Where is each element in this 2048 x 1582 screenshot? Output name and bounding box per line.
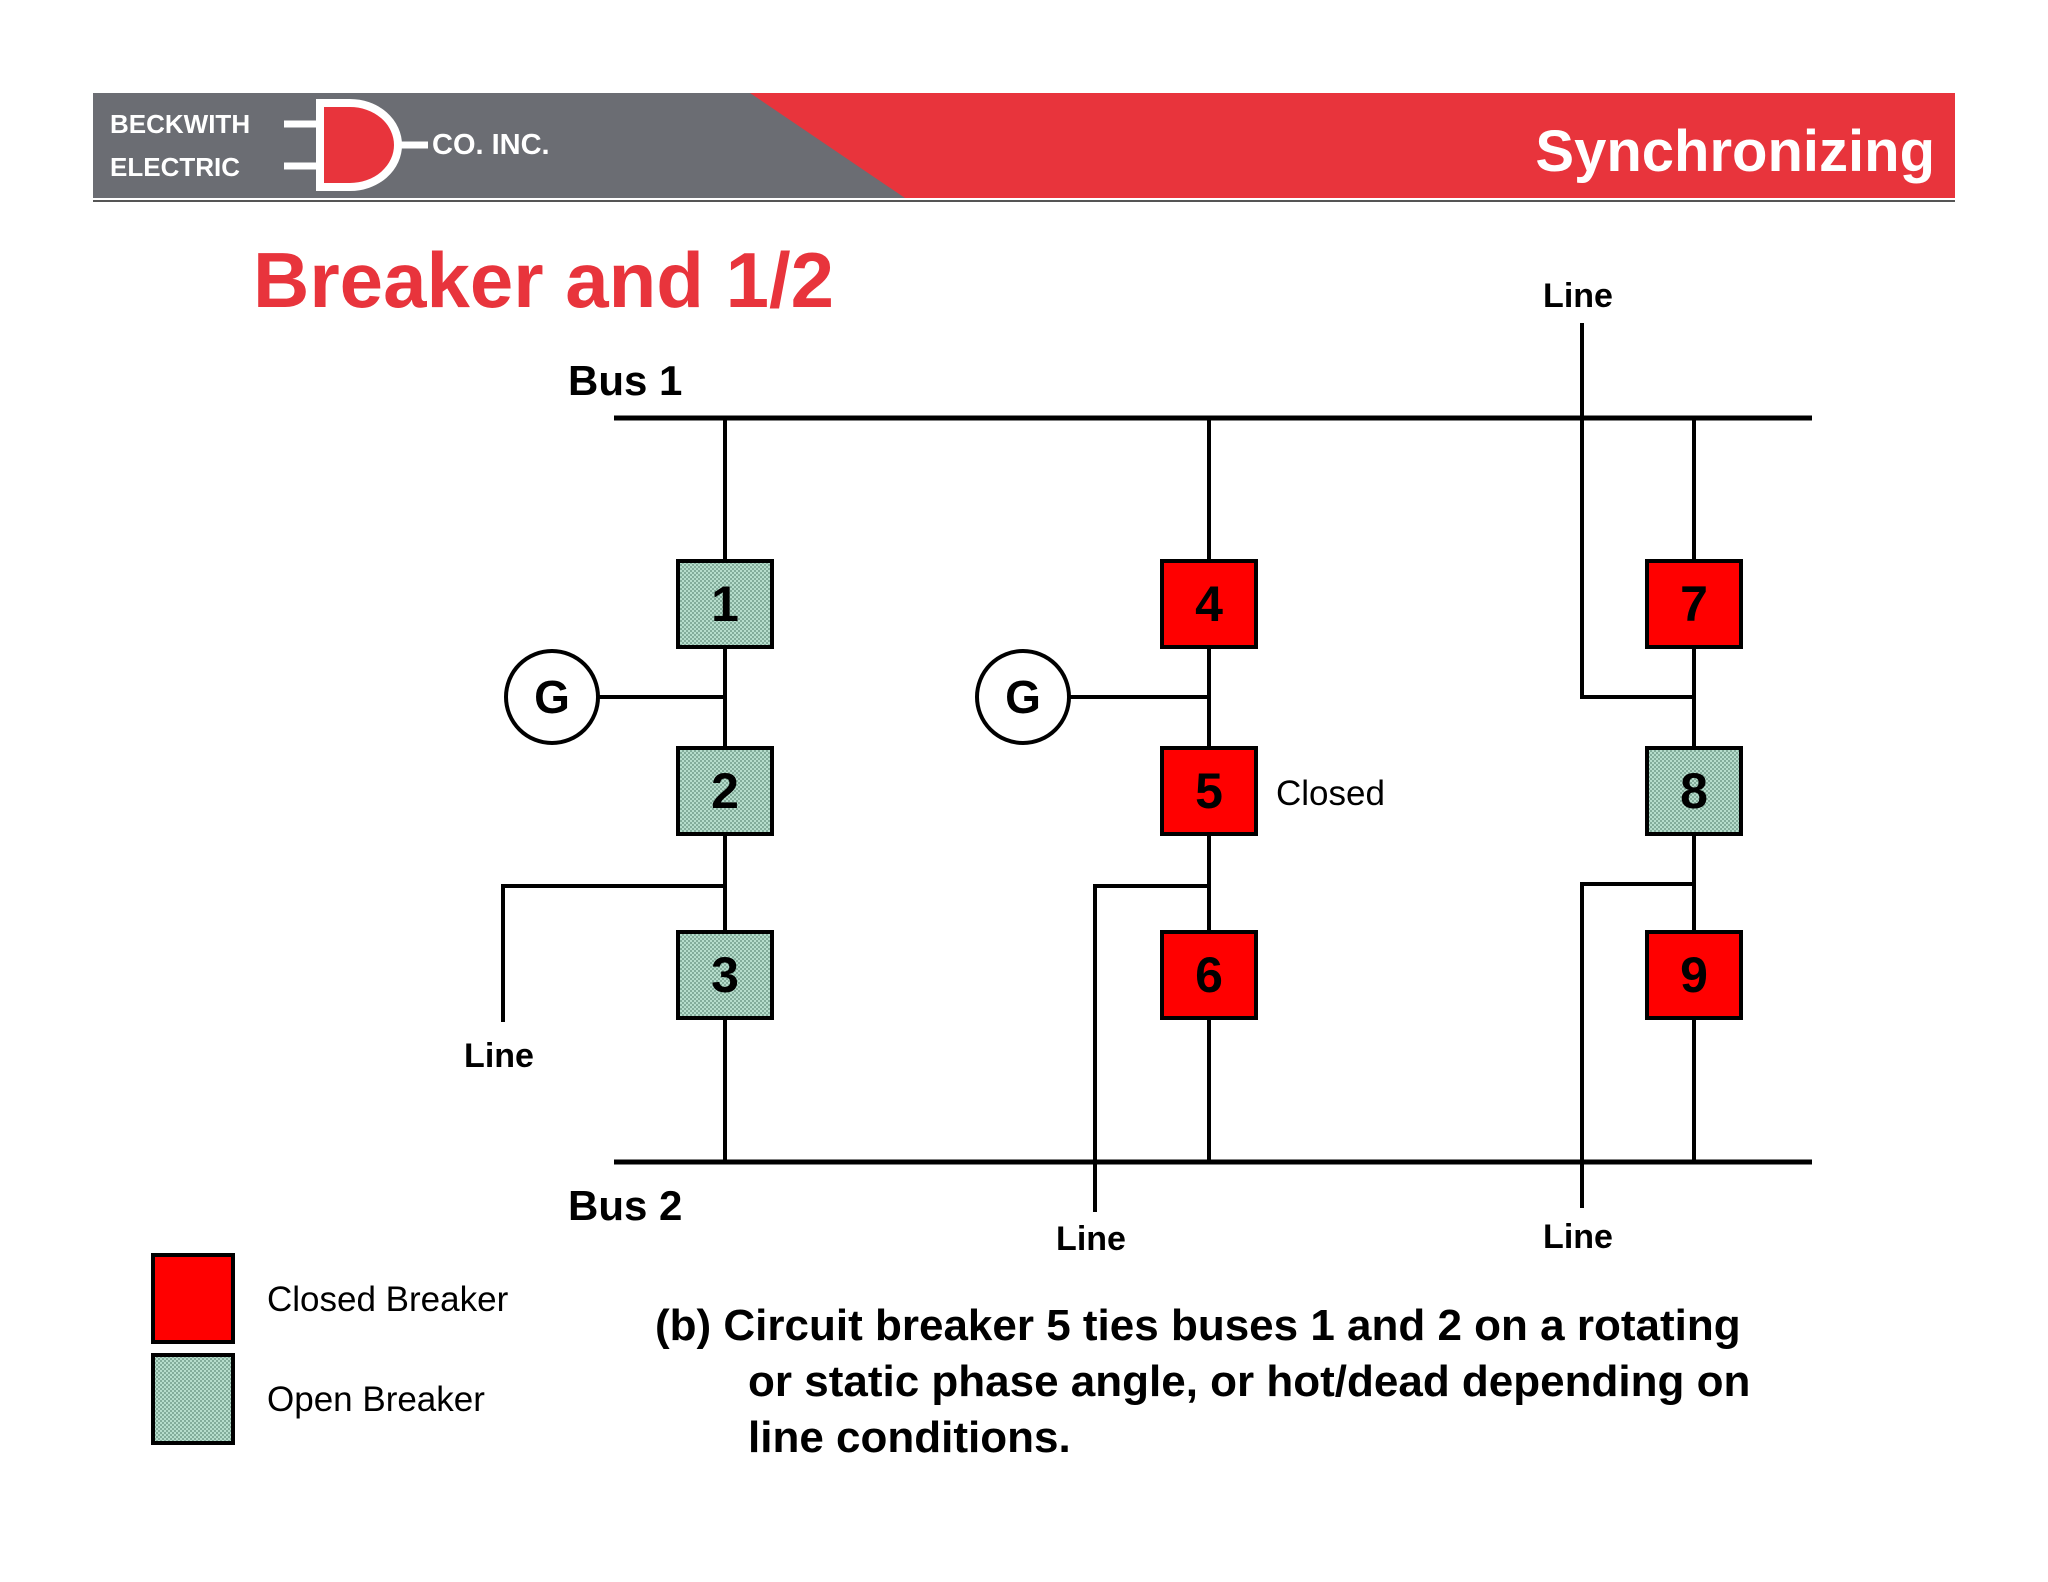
caption: (b) Circuit breaker 5 ties buses 1 and 2… bbox=[655, 1301, 1750, 1462]
closed-annotation: Closed bbox=[1276, 774, 1385, 813]
legend-closed-label: Closed Breaker bbox=[267, 1280, 509, 1319]
section-title: Synchronizing bbox=[1535, 119, 1935, 184]
breaker-2-box bbox=[676, 746, 774, 836]
breaker-3-box bbox=[676, 930, 774, 1020]
header-gray-band bbox=[93, 93, 905, 198]
breaker-7-number: 7 bbox=[1680, 576, 1708, 632]
breaker-7-box bbox=[1645, 559, 1743, 649]
generator-1-label: G bbox=[534, 671, 570, 723]
caption-line-1: (b) Circuit breaker 5 ties buses 1 and 2… bbox=[655, 1301, 1741, 1350]
breaker-6-number: 6 bbox=[1195, 947, 1223, 1003]
breaker-4-box bbox=[1160, 559, 1258, 649]
legend-open-label: Open Breaker bbox=[267, 1380, 485, 1419]
logo-text-co-inc: CO. INC. bbox=[432, 129, 550, 161]
bus1-label: Bus 1 bbox=[568, 357, 682, 404]
legend-open-swatch bbox=[151, 1353, 235, 1445]
header-banner bbox=[93, 93, 1955, 202]
breaker-4: 4 bbox=[1160, 559, 1258, 649]
caption-line-2: or static phase angle, or hot/dead depen… bbox=[748, 1357, 1750, 1406]
line-label-bottom-middle: Line bbox=[1056, 1220, 1126, 1258]
legend-closed-swatch bbox=[151, 1253, 235, 1344]
breaker-5: 5 bbox=[1160, 746, 1258, 836]
generator-2-label: G bbox=[1005, 671, 1041, 723]
slide-title: Breaker and 1/2 bbox=[253, 236, 834, 324]
breaker-2: 2 bbox=[676, 746, 774, 836]
breaker-9: 9 bbox=[1645, 930, 1743, 1020]
breaker-4-number: 4 bbox=[1195, 576, 1223, 632]
breaker-8-number: 8 bbox=[1680, 763, 1708, 819]
breakers: 1 2 3 4 5 6 7 8 9 bbox=[676, 559, 1743, 1020]
line-label-top-right: Line bbox=[1543, 277, 1613, 315]
breaker-1: 1 bbox=[676, 559, 774, 649]
breaker-9-number: 9 bbox=[1680, 947, 1708, 1003]
legend: Closed Breaker Open Breaker bbox=[151, 1253, 509, 1445]
logo-text-electric: ELECTRIC bbox=[110, 152, 240, 182]
breaker-5-box bbox=[1160, 746, 1258, 836]
generator-2-circle bbox=[975, 649, 1071, 745]
breaker-6: 6 bbox=[1160, 930, 1258, 1020]
logo-d-mark bbox=[316, 99, 402, 191]
caption-line-3: line conditions. bbox=[748, 1413, 1071, 1462]
bus2-label: Bus 2 bbox=[568, 1182, 682, 1229]
breaker-2-number: 2 bbox=[711, 763, 739, 819]
breaker-1-box bbox=[676, 559, 774, 649]
line-label-left: Line bbox=[464, 1037, 534, 1075]
breaker-7: 7 bbox=[1645, 559, 1743, 649]
breaker-8: 8 bbox=[1645, 746, 1743, 836]
breaker-1-number: 1 bbox=[711, 576, 739, 632]
breaker-6-box bbox=[1160, 930, 1258, 1020]
breaker-3: 3 bbox=[676, 930, 774, 1020]
breaker-8-box bbox=[1645, 746, 1743, 836]
generator-2: G bbox=[975, 649, 1071, 745]
logo-text-beckwith: BECKWITH bbox=[110, 109, 250, 139]
breaker-5-number: 5 bbox=[1195, 763, 1223, 819]
breaker-9-box bbox=[1645, 930, 1743, 1020]
company-logo: BECKWITH ELECTRIC CO. INC. bbox=[110, 99, 550, 191]
generator-1: G bbox=[504, 649, 600, 745]
line-label-bottom-right: Line bbox=[1543, 1218, 1613, 1256]
generator-1-circle bbox=[504, 649, 600, 745]
breaker-3-number: 3 bbox=[711, 947, 739, 1003]
